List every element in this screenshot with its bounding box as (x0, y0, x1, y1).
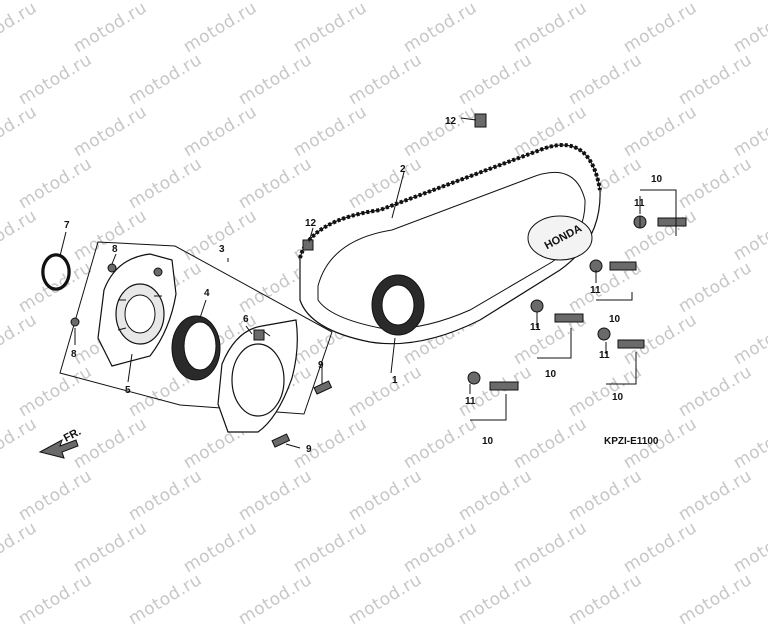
crankcase-cover: HONDA (298, 143, 602, 345)
screw (271, 380, 333, 448)
callout-1: 1 (392, 375, 398, 386)
callout-6: 6 (243, 314, 249, 325)
watermark-text: motod.ru (565, 569, 646, 629)
callout-10: 10 (609, 314, 621, 325)
callout-12: 12 (445, 116, 457, 127)
watermark-text: motod.ru (235, 569, 316, 629)
dowel-pin (302, 113, 487, 251)
bearing-cover (70, 253, 177, 367)
callout-11: 11 (530, 322, 541, 333)
exploded-view: HONDA (38, 113, 687, 459)
diagram-code: KPZI-E1100 (604, 436, 659, 447)
cover-plate (217, 319, 298, 433)
leader-lines (59, 117, 677, 449)
callout-10: 10 (612, 392, 624, 403)
front-direction-arrow: FR. (38, 426, 83, 459)
callout-11: 11 (465, 396, 476, 407)
callout-5: 5 (125, 385, 131, 396)
callout-8: 8 (112, 244, 118, 255)
callout-11: 11 (599, 350, 610, 361)
callout-10: 10 (651, 174, 663, 185)
cover-bolts (467, 215, 687, 391)
watermark-text: motod.ru (455, 569, 536, 629)
watermark-text: motod.ru (675, 569, 756, 629)
callout-7: 7 (64, 220, 70, 231)
o-ring (41, 253, 71, 291)
callout-9: 9 (306, 444, 312, 455)
callout-4: 4 (204, 288, 210, 299)
callout-11: 11 (634, 198, 645, 209)
direction-label: FR. (62, 426, 83, 445)
callout-10: 10 (545, 369, 557, 380)
watermark-text: motod.ru (125, 569, 206, 629)
callout-10: 10 (482, 436, 494, 447)
callout-3: 3 (219, 244, 225, 255)
watermark-text: motod.ru (345, 569, 426, 629)
oil-seal (171, 315, 221, 381)
callout-8: 8 (71, 349, 77, 360)
callout-2: 2 (400, 164, 406, 175)
callout-9: 9 (318, 360, 324, 371)
watermark-text: motod.ru (15, 569, 96, 629)
callout-12: 12 (305, 218, 317, 229)
callout-11: 11 (590, 285, 601, 296)
subassembly-outline (59, 241, 333, 415)
